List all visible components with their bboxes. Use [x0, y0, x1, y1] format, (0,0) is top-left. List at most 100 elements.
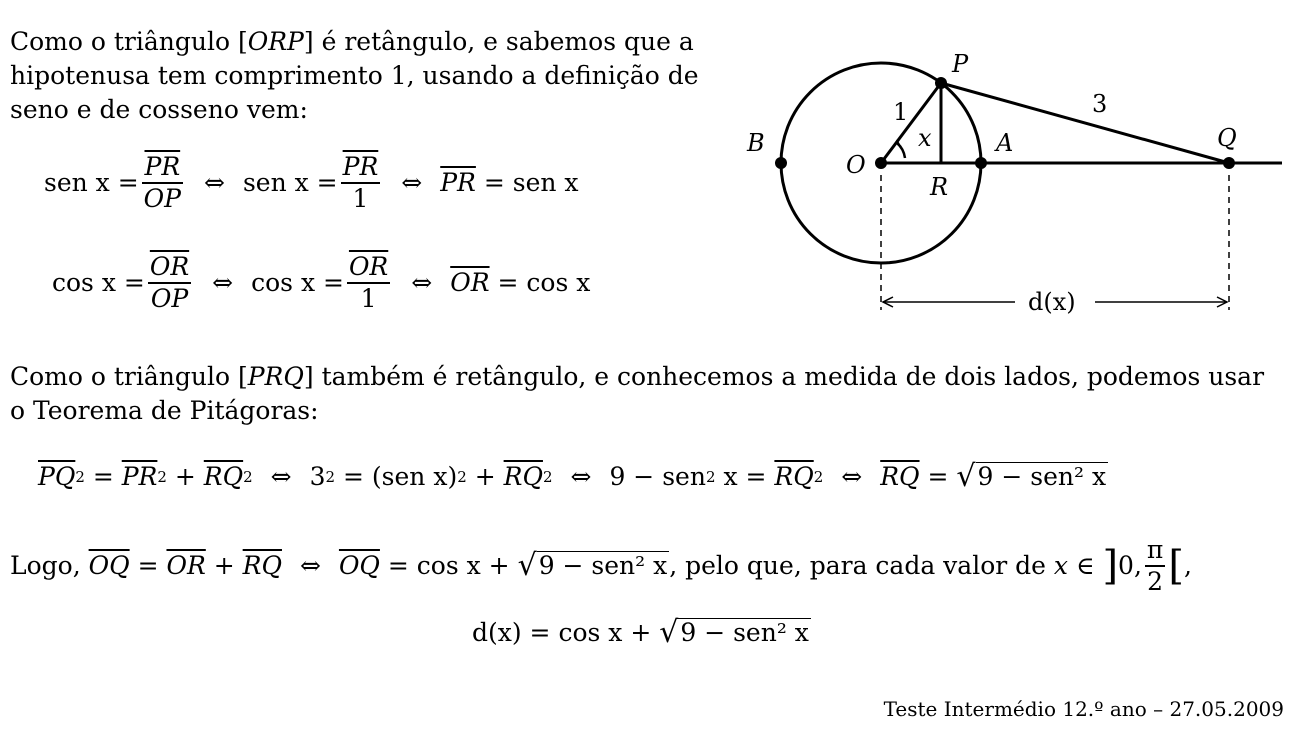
- arrow-left-icon: [881, 296, 894, 308]
- segment: OQ: [338, 551, 380, 581]
- interval-bracket: ]: [1102, 542, 1119, 589]
- segment: RQ: [880, 462, 920, 491]
- eq-text: cos x =: [251, 268, 344, 298]
- numerator: OR: [149, 252, 190, 281]
- intro-paragraph: Como o triângulo [ORP] é retângulo, e sa…: [10, 25, 710, 127]
- intro-line-3: seno e de cosseno vem:: [10, 95, 308, 124]
- point-q: [1223, 157, 1235, 169]
- eq-text: 3: [309, 462, 326, 491]
- sqrt-icon: √: [659, 615, 679, 650]
- arrow-right-icon: [1216, 296, 1229, 308]
- fraction: PR 1: [340, 152, 381, 214]
- label-one: 1: [893, 98, 908, 126]
- iff-symbol: ⇔: [212, 268, 234, 298]
- eq-text: sen x =: [44, 168, 139, 198]
- eq-text: +: [174, 462, 196, 491]
- segment: RQ: [203, 462, 244, 491]
- segment: PQ: [38, 462, 76, 491]
- eq-text: 0,: [1118, 551, 1142, 581]
- segment: RQ: [774, 462, 814, 491]
- square-root: √9 − sen² x: [659, 615, 811, 650]
- equation-sen: sen x = PR OP ⇔ sen x = PR 1 ⇔ PR = sen …: [44, 152, 579, 214]
- text: ] é retângulo, e sabemos que a: [303, 27, 694, 56]
- intro-line-2: hipotenusa tem comprimento 1, usando a d…: [10, 61, 699, 90]
- iff-symbol: ⇔: [204, 168, 225, 198]
- segment: OR: [166, 551, 206, 581]
- triangle-prq: PRQ: [247, 362, 304, 391]
- eq-text: = cos x: [497, 268, 591, 298]
- segment: PR: [440, 168, 476, 198]
- fraction-bar: [340, 182, 381, 184]
- iff-symbol: ⇔: [411, 268, 433, 298]
- para2-line-1: Como o triângulo [PRQ] também é retângul…: [10, 360, 1300, 394]
- square-root: √9 − sen² x: [956, 462, 1109, 492]
- eq-text: +: [474, 462, 496, 491]
- radicand: 9 − sen² x: [678, 618, 811, 647]
- eq-text: Logo,: [10, 551, 81, 581]
- segment: PR: [121, 462, 158, 491]
- geometry-figure: P B O A Q R 1 3 x d(x): [746, 50, 1282, 316]
- numerator: OR: [348, 252, 389, 281]
- triangle-orp: ORP: [247, 27, 304, 56]
- radicand: 9 − sen² x: [975, 462, 1109, 491]
- label-dx: d(x): [1028, 288, 1076, 316]
- eq-text: x ∈: [1053, 551, 1095, 581]
- segment-pq: [940, 81, 1230, 165]
- eq-text: =: [137, 551, 159, 581]
- text: ] também é retângulo, e conhecemos a med…: [303, 362, 1265, 391]
- segment: OQ: [88, 551, 130, 581]
- fraction: OR 1: [346, 252, 391, 314]
- angle-arc: [896, 142, 907, 159]
- label-q: Q: [1217, 124, 1237, 152]
- denominator: 1: [352, 183, 369, 213]
- angle-arrow-icon: [892, 139, 902, 149]
- fraction-bar: [1144, 565, 1166, 567]
- denominator: 2: [1147, 566, 1164, 596]
- eq-text: sen x =: [242, 168, 338, 198]
- final-formula: d(x) = cos x + √9 − sen² x: [472, 615, 811, 650]
- fraction-bar: [346, 282, 391, 284]
- iff-symbol: ⇔: [270, 462, 292, 491]
- label-p: P: [951, 50, 969, 78]
- segment: OR: [450, 268, 490, 298]
- segment: RQ: [242, 551, 282, 581]
- point-o: [875, 157, 887, 169]
- eq-text: d(x) = cos x +: [472, 618, 652, 647]
- iff-symbol: ⇔: [401, 168, 423, 198]
- interval-bracket: [: [1168, 542, 1184, 589]
- segment-op: [879, 82, 943, 164]
- fraction-bar: [147, 282, 192, 284]
- eq-text: x =: [723, 462, 767, 491]
- eq-text: = cos x +: [387, 551, 510, 581]
- denominator: OP: [143, 183, 181, 213]
- label-x: x: [918, 124, 932, 152]
- eq-text: , pelo que, para cada valor de: [669, 551, 1046, 581]
- text: Como o triângulo [: [10, 27, 248, 56]
- fraction: PR OP: [141, 152, 183, 214]
- label-three: 3: [1092, 90, 1107, 118]
- eq-text: +: [213, 551, 235, 581]
- logo-line: Logo, OQ = OR + RQ ⇔ OQ = cos x + √9 − s…: [10, 535, 1192, 597]
- point-a: [975, 157, 987, 169]
- label-a: A: [994, 129, 1013, 157]
- fraction: π 2: [1144, 535, 1166, 597]
- eq-text: cos x =: [52, 268, 145, 298]
- equation-cos: cos x = OR OP ⇔ cos x = OR 1 ⇔ OR = cos …: [52, 252, 590, 314]
- radicand: 9 − sen² x: [536, 551, 670, 581]
- label-b: B: [746, 129, 765, 157]
- eq-text: =: [92, 462, 114, 491]
- iff-symbol: ⇔: [299, 551, 321, 581]
- eq-text: ,: [1183, 551, 1192, 581]
- point-p: [935, 77, 947, 89]
- fraction: OR OP: [147, 252, 192, 314]
- square-root: √9 − sen² x: [517, 548, 670, 584]
- numerator: π: [1146, 535, 1164, 564]
- numerator: PR: [342, 152, 379, 181]
- segment: RQ: [503, 462, 543, 491]
- eq-text: =: [927, 462, 949, 491]
- denominator: 1: [360, 283, 377, 313]
- eq-text: = sen x: [483, 168, 579, 198]
- pythagoras-paragraph: Como o triângulo [PRQ] também é retângul…: [10, 360, 1300, 428]
- sqrt-icon: √: [517, 548, 537, 584]
